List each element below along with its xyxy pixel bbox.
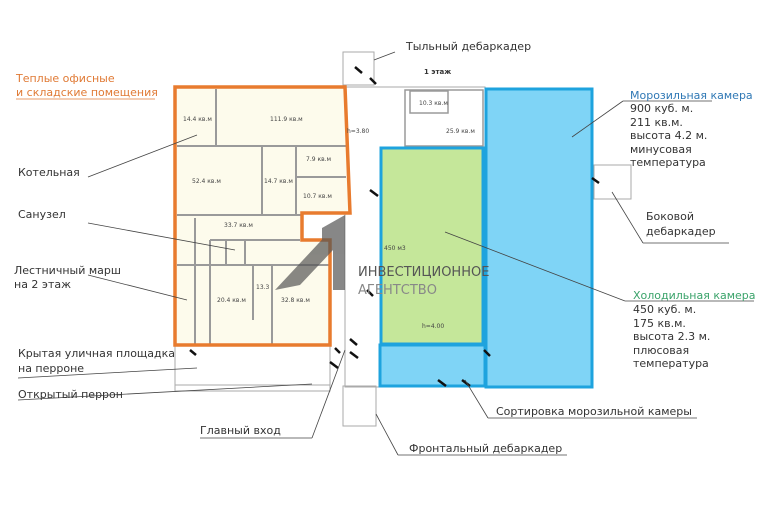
cold-info: 450 куб. м.	[633, 303, 696, 316]
label-boiler: Котельная	[18, 166, 80, 179]
covered-platform	[174, 344, 331, 386]
room-label: 32.8 кв.м	[281, 297, 310, 304]
open-perron	[174, 384, 331, 392]
freezer-title: Морозильная камера	[630, 89, 753, 102]
front-dock	[342, 385, 377, 427]
watermark-line1: ИНВЕСТИЦИОННОЕ	[358, 265, 489, 280]
cold-title: Холодильная камера	[633, 289, 756, 302]
room-label: 14.4 кв.м	[183, 116, 212, 123]
freezer-sorting	[378, 343, 487, 388]
label-main-entrance: Главный вход	[200, 424, 281, 437]
office-walls	[177, 89, 346, 344]
freezer-chamber	[484, 87, 594, 389]
floor-label: 1 этаж	[424, 68, 451, 76]
office-zone-outline	[173, 85, 352, 347]
freezer-info: высота 4.2 м.	[630, 129, 707, 142]
label-stairs: Лестничный марш	[14, 264, 121, 277]
room-label: 10.7 кв.м	[303, 193, 332, 200]
label-covered-platform: на перроне	[18, 362, 84, 375]
watermark-line2: АГЕНТСТВО	[358, 283, 437, 298]
label-offices: и складские помещения	[16, 86, 158, 99]
room-label: 52.4 кв.м	[192, 178, 221, 185]
rear-dock	[342, 51, 375, 86]
cold-info: плюсовая	[633, 344, 689, 357]
label-covered-platform: Крытая уличная площадка	[18, 347, 175, 360]
side-dock	[593, 164, 632, 200]
room-label: 14.7 кв.м	[264, 178, 293, 185]
label-wc: Санузел	[18, 208, 66, 221]
room-10-3	[409, 90, 449, 114]
door-marks	[189, 66, 600, 387]
room-label: 33.7 кв.м	[224, 222, 253, 229]
height-label: h=4.00	[422, 323, 444, 330]
cold-chamber	[379, 146, 485, 346]
label-rear-dock: Тыльный дебаркадер	[405, 40, 531, 53]
label-front-dock: Фронтальный дебаркадер	[409, 442, 562, 455]
volume-label: 450 м3	[384, 245, 406, 252]
label-sorting: Сортировка морозильной камеры	[496, 405, 692, 418]
label-stairs: на 2 этаж	[14, 278, 71, 291]
room-label: 25.9 кв.м	[446, 128, 475, 135]
label-offices: Теплые офисные	[15, 72, 115, 85]
cold-info: 175 кв.м.	[633, 317, 686, 330]
watermark-logo	[275, 215, 345, 290]
room-label: 13.3	[256, 284, 270, 291]
freezer-info: минусовая	[630, 143, 692, 156]
label-side-dock: Боковой	[646, 210, 694, 223]
freezer-info: 211 кв.м.	[630, 116, 683, 129]
room-25-9	[404, 89, 484, 147]
room-label: 7.9 кв.м	[306, 156, 331, 163]
freezer-info: 900 куб. м.	[630, 102, 693, 115]
cold-info: температура	[633, 357, 709, 370]
label-open-perron: Открытый перрон	[18, 388, 123, 401]
label-side-dock: дебаркадер	[646, 225, 716, 238]
room-label: 20.4 кв.м	[217, 297, 246, 304]
cold-info: высота 2.3 м.	[633, 330, 710, 343]
freezer-info: температура	[630, 156, 706, 169]
room-label: 10.3 кв.м	[419, 100, 448, 107]
leader-lines	[17, 51, 754, 456]
height-label: h=3.80	[347, 128, 369, 135]
room-label: 111.9 кв.м	[270, 116, 303, 123]
